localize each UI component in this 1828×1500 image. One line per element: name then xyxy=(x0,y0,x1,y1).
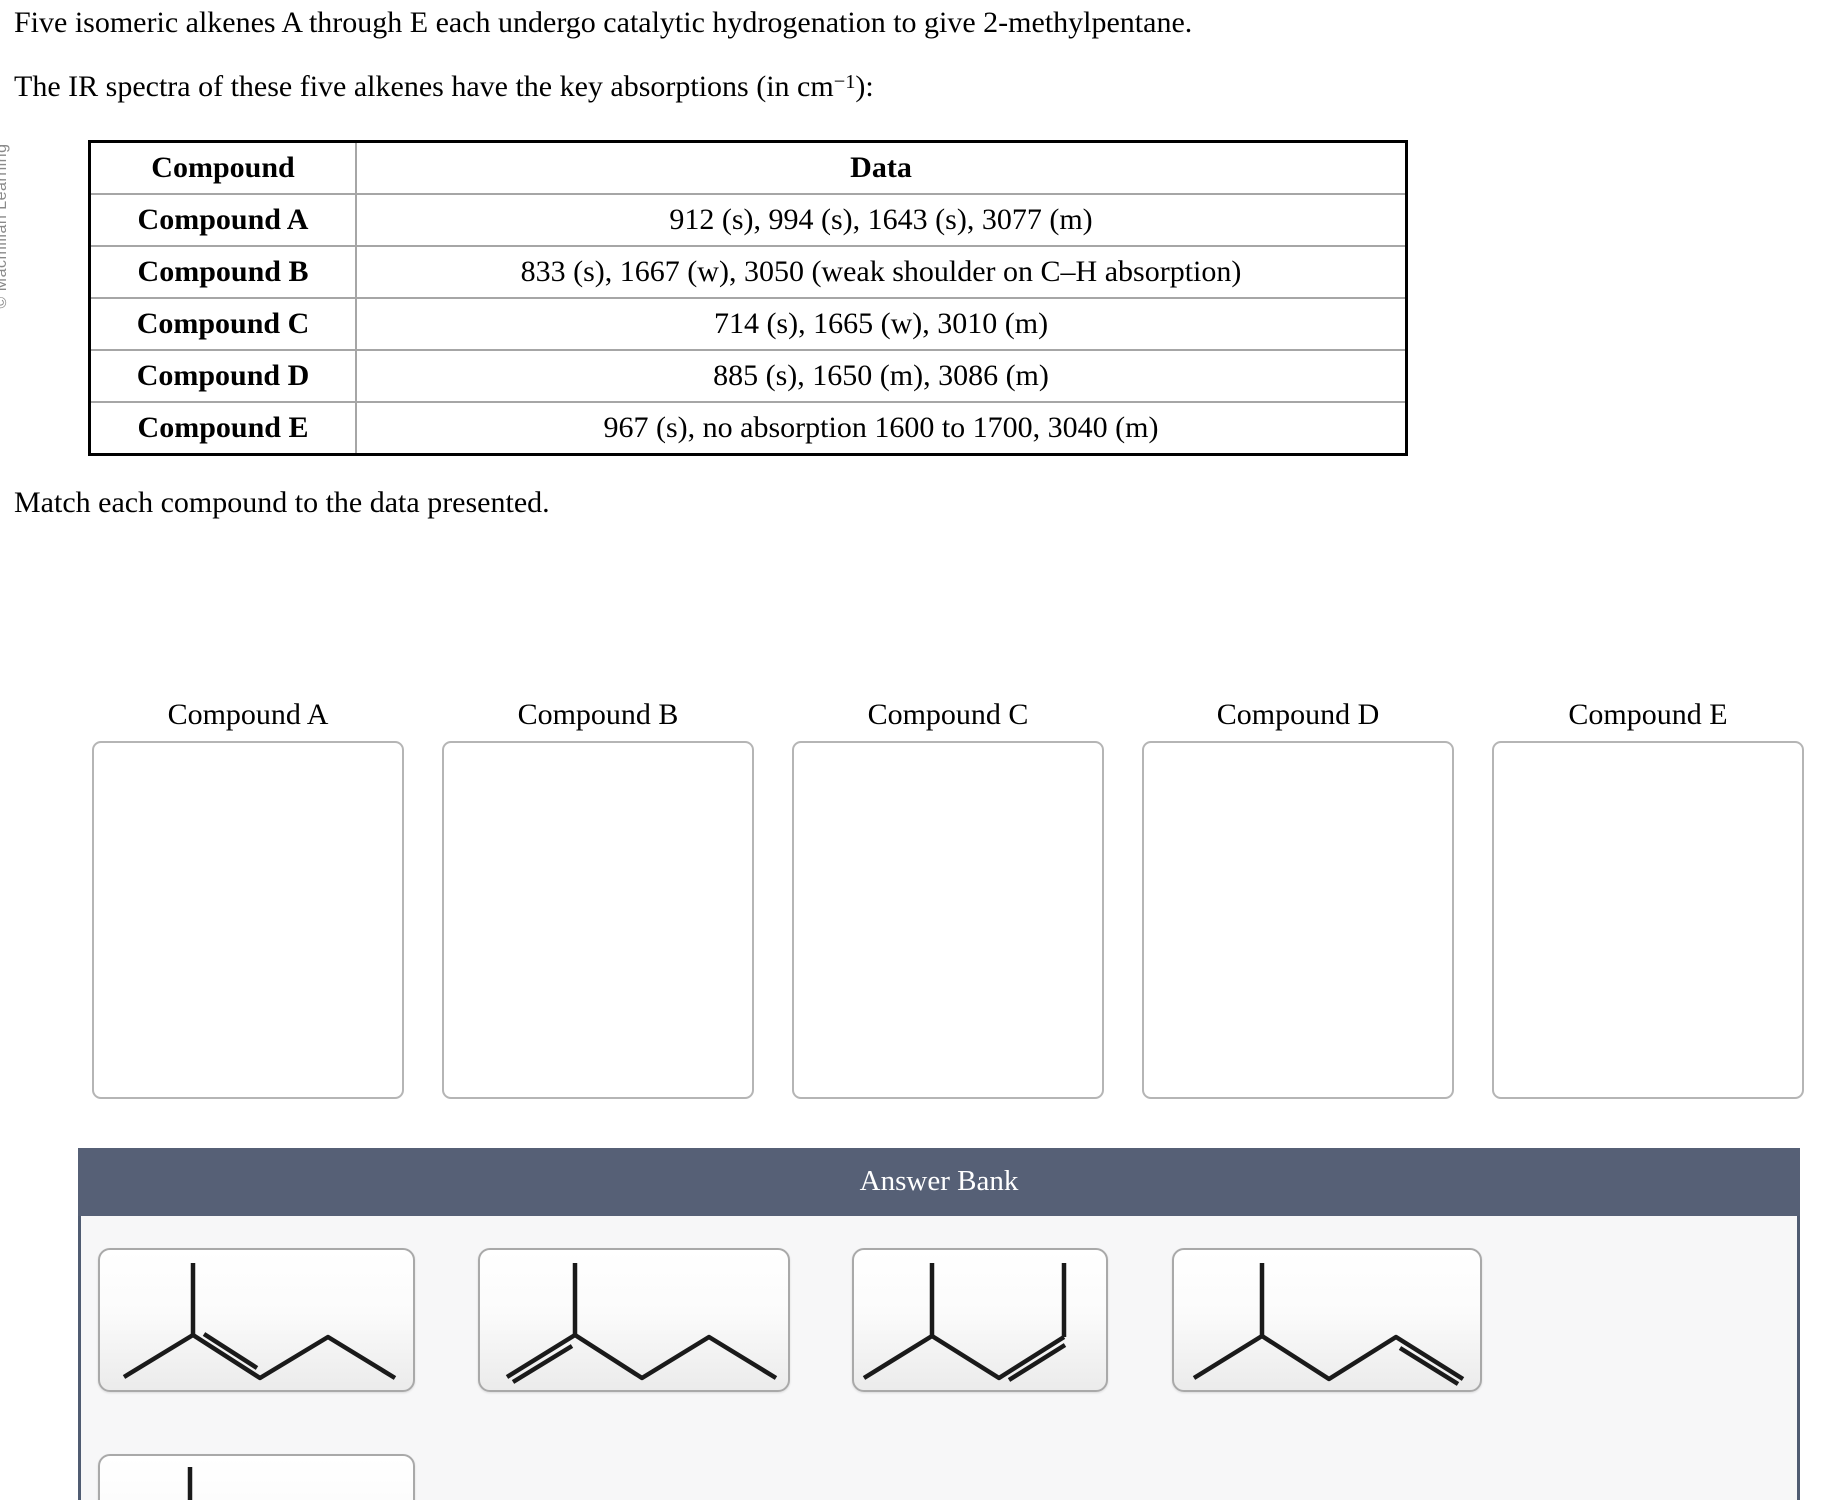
table-row: Compound C 714 (s), 1665 (w), 3010 (m) xyxy=(88,297,1408,351)
row-data-compound-c: 714 (s), 1665 (w), 3010 (m) xyxy=(355,297,1408,351)
column-header-compound: Compound xyxy=(88,140,357,195)
answer-bank: Answer Bank xyxy=(78,1148,1800,1500)
answer-tile-4-methyl-1-pentene[interactable] xyxy=(1172,1248,1482,1392)
answer-bank-header: Answer Bank xyxy=(78,1148,1800,1216)
row-label-compound-e: Compound E xyxy=(88,401,357,456)
row-data-compound-b: 833 (s), 1667 (w), 3050 (weak shoulder o… xyxy=(355,245,1408,299)
line2-prefix: The IR spectra of these five alkenes hav… xyxy=(14,70,834,103)
drop-target-compound-a: Compound A xyxy=(92,698,404,1099)
answer-tile-partial-alkene[interactable] xyxy=(98,1454,415,1500)
dropzone-compound-d[interactable] xyxy=(1142,741,1454,1099)
drop-target-label: Compound D xyxy=(1216,698,1380,731)
drop-target-compound-c: Compound C xyxy=(792,698,1104,1099)
row-label-compound-d: Compound D xyxy=(88,349,357,403)
row-label-compound-a: Compound A xyxy=(88,193,357,247)
molecule-2-methyl-2-pentene xyxy=(122,1263,397,1381)
table-row: Compound D 885 (s), 1650 (m), 3086 (m) xyxy=(88,349,1408,403)
line2-suffix: ): xyxy=(855,70,874,103)
answer-tile-cis-4-methyl-2-pentene[interactable] xyxy=(852,1248,1108,1392)
table-header-row: Compound Data xyxy=(88,140,1408,195)
row-data-compound-a: 912 (s), 994 (s), 1643 (s), 3077 (m) xyxy=(355,193,1408,247)
drop-target-compound-b: Compound B xyxy=(442,698,754,1099)
drop-target-compound-d: Compound D xyxy=(1142,698,1454,1099)
column-header-data: Data xyxy=(355,140,1408,195)
molecule-partial-alkene xyxy=(187,1467,193,1500)
molecule-2-methyl-1-pentene xyxy=(505,1263,778,1384)
answer-tile-2-methyl-1-pentene[interactable] xyxy=(478,1248,790,1392)
answer-tile-2-methyl-2-pentene[interactable] xyxy=(98,1248,415,1392)
problem-statement-line2: The IR spectra of these five alkenes hav… xyxy=(14,70,874,104)
drop-target-label: Compound C xyxy=(867,698,1029,731)
ir-data-table: Compound Data Compound A 912 (s), 994 (s… xyxy=(88,140,1408,456)
dropzone-compound-b[interactable] xyxy=(442,741,754,1099)
answer-bank-body xyxy=(78,1216,1800,1500)
drop-target-label: Compound A xyxy=(167,698,329,731)
molecule-4-methyl-1-pentene xyxy=(1192,1263,1465,1386)
table-row: Compound A 912 (s), 994 (s), 1643 (s), 3… xyxy=(88,193,1408,247)
dropzone-compound-c[interactable] xyxy=(792,741,1104,1099)
table-row: Compound B 833 (s), 1667 (w), 3050 (weak… xyxy=(88,245,1408,299)
drop-target-label: Compound E xyxy=(1568,698,1728,731)
line2-superscript: −1 xyxy=(833,71,856,93)
row-label-compound-c: Compound C xyxy=(88,297,357,351)
table-row: Compound E 967 (s), no absorption 1600 t… xyxy=(88,401,1408,456)
watermark-text: © Macmillan Learning xyxy=(0,143,10,309)
problem-statement-line1: Five isomeric alkenes A through E each u… xyxy=(14,6,1193,39)
instruction-text: Match each compound to the data presente… xyxy=(14,486,550,519)
row-data-compound-d: 885 (s), 1650 (m), 3086 (m) xyxy=(355,349,1408,403)
dropzone-compound-a[interactable] xyxy=(92,741,404,1099)
drop-target-label: Compound B xyxy=(517,698,679,731)
row-label-compound-b: Compound B xyxy=(88,245,357,299)
row-data-compound-e: 967 (s), no absorption 1600 to 1700, 304… xyxy=(355,401,1408,456)
drop-target-compound-e: Compound E xyxy=(1492,698,1804,1099)
molecule-cis-4-methyl-2-pentene xyxy=(862,1263,1067,1382)
dropzone-compound-e[interactable] xyxy=(1492,741,1804,1099)
